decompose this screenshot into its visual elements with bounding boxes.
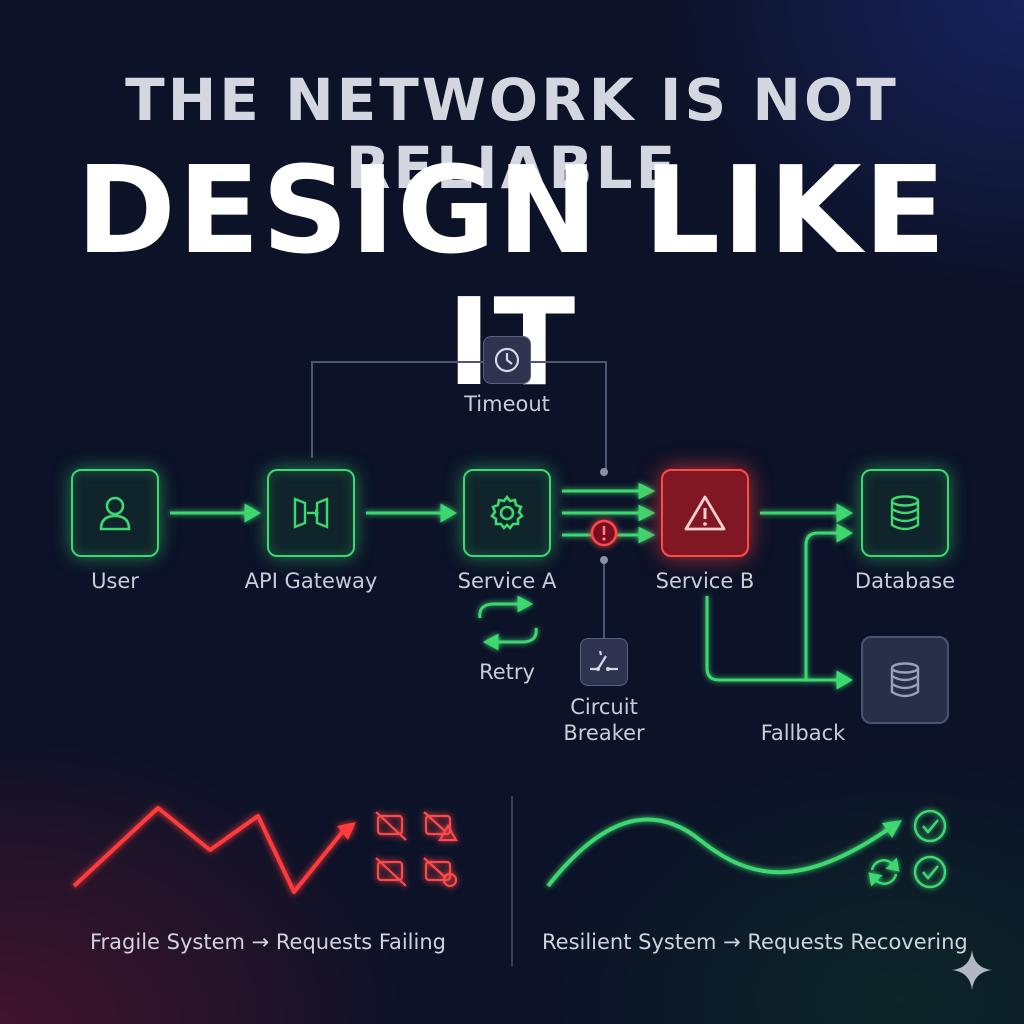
user-icon: [99, 496, 131, 531]
service-b-label: Service B: [655, 569, 755, 593]
api-gateway-node[interactable]: [267, 469, 355, 557]
failed-request-icon: [375, 857, 407, 887]
timeout-junction-dot: [600, 468, 608, 476]
failed-request-icon: [375, 811, 407, 841]
fallback-database-node[interactable]: [861, 636, 949, 724]
failed-request-warning-icon: [423, 811, 458, 842]
retry-label: Retry: [479, 660, 535, 684]
fallback-path: [705, 596, 840, 682]
user-node[interactable]: [71, 469, 159, 557]
fallback-label: Fallback: [760, 721, 846, 745]
warning-icon: [684, 495, 726, 531]
circuit-breaker-label: Circuit Breaker: [563, 694, 644, 746]
timeout-box: [483, 336, 531, 384]
resilient-trend-line: [546, 817, 892, 888]
timeout-label: Timeout: [464, 392, 550, 416]
api-gateway-label: API Gateway: [244, 569, 378, 593]
circuit-breaker-label-line-2: Breaker: [563, 721, 645, 745]
resilient-trend-arrowhead: [882, 820, 902, 838]
gateway-icon: [293, 497, 329, 529]
user-node-label: User: [91, 569, 139, 593]
service-b-node[interactable]: [661, 469, 749, 557]
request-error-icon: [590, 519, 618, 547]
failed-request-alert-icon: [423, 857, 458, 888]
service-a-node[interactable]: [463, 469, 551, 557]
circuit-breaker-dot: [600, 556, 608, 564]
sparkle-icon: [952, 950, 992, 990]
database-node[interactable]: [861, 469, 949, 557]
service-a-label: Service A: [457, 569, 557, 593]
circuit-breaker-box: [580, 638, 628, 686]
refresh-icon: [868, 857, 900, 887]
resilient-caption: Resilient System → Requests Recovering: [542, 930, 968, 954]
timeout-bracket-line: [311, 361, 607, 470]
fallback-return-path: [804, 531, 840, 680]
check-circle-icon: [913, 855, 947, 889]
database-icon: [890, 495, 920, 531]
headline-line-2: DESIGN LIKE IT: [76, 142, 948, 410]
retry-icon: [478, 595, 538, 651]
switch-icon: [590, 650, 618, 671]
gear-icon: [490, 494, 524, 530]
fragile-trend-line: [72, 806, 346, 894]
database-icon: [890, 662, 920, 698]
database-label: Database: [854, 569, 956, 593]
clock-icon: [494, 347, 520, 373]
fragile-caption: Fragile System → Requests Failing: [90, 930, 446, 954]
circuit-breaker-label-line-1: Circuit: [570, 695, 638, 719]
check-circle-icon: [913, 809, 947, 843]
headline-line-1: THE NETWORK IS NOT RELIABLE: [125, 66, 899, 202]
fragile-trend-arrowhead: [337, 822, 356, 840]
